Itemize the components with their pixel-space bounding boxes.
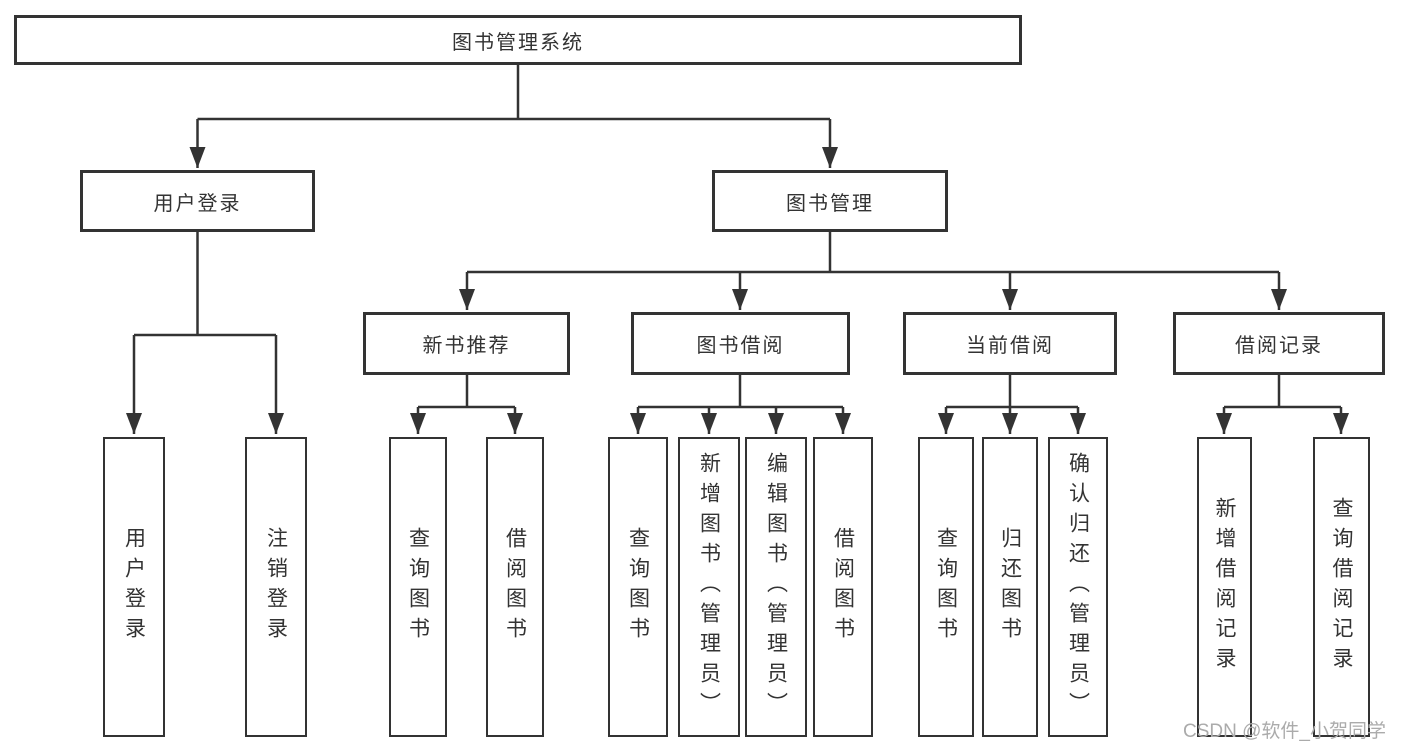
leaf-cb-return-books-label: 归还图书	[998, 527, 1022, 647]
leaf-logout: 注销登录	[245, 437, 307, 737]
leaf-nb-borrow-books-label: 借阅图书	[503, 527, 527, 647]
connector-new-book	[410, 375, 523, 434]
connector-user-login	[126, 232, 284, 434]
leaf-bb-add-books-admin-label: 新增图书（管理员）	[697, 452, 721, 722]
leaf-nb-query-books-label: 查询图书	[406, 527, 430, 647]
leaf-user-login-label: 用户登录	[122, 527, 146, 647]
connector-book-borrow	[630, 375, 851, 434]
node-book-management-label: 图书管理	[786, 192, 874, 215]
connector-root	[189, 65, 838, 168]
connector-book-management	[459, 232, 1287, 310]
node-user-login-label: 用户登录	[153, 192, 242, 215]
node-new-book-recommend-label: 新书推荐	[422, 335, 511, 357]
node-book-borrow-label: 图书借阅	[696, 335, 785, 357]
leaf-br-query-record: 查询借阅记录	[1313, 437, 1370, 737]
leaf-nb-borrow-books: 借阅图书	[486, 437, 544, 737]
leaf-cb-query-books: 查询图书	[918, 437, 974, 737]
node-root-label: 图书管理系统	[452, 31, 584, 54]
node-borrow-records-label: 借阅记录	[1235, 335, 1323, 357]
leaf-bb-add-books-admin: 新增图书（管理员）	[678, 437, 740, 737]
leaf-cb-return-books: 归还图书	[982, 437, 1038, 737]
watermark: CSDN @软件_小贺同学	[1183, 721, 1386, 742]
connector-current-borrow	[938, 375, 1086, 434]
connector-borrow-record	[1216, 375, 1349, 434]
node-root: 图书管理系统	[14, 15, 1022, 65]
node-book-management: 图书管理	[712, 170, 948, 232]
node-user-login: 用户登录	[80, 170, 315, 232]
node-borrow-records: 借阅记录	[1173, 312, 1385, 375]
leaf-user-login: 用户登录	[103, 437, 165, 737]
leaf-cb-confirm-return-admin-label: 确认归还（管理员）	[1066, 452, 1090, 722]
leaf-cb-query-books-label: 查询图书	[934, 527, 958, 647]
node-current-borrow-label: 当前借阅	[966, 335, 1054, 357]
leaf-bb-borrow-books-label: 借阅图书	[831, 527, 855, 647]
node-current-borrow: 当前借阅	[903, 312, 1117, 375]
node-new-book-recommend: 新书推荐	[363, 312, 570, 375]
node-book-borrow: 图书借阅	[631, 312, 850, 375]
leaf-logout-label: 注销登录	[264, 527, 288, 647]
leaf-bb-edit-books-admin: 编辑图书（管理员）	[745, 437, 807, 737]
leaf-bb-query-books: 查询图书	[608, 437, 668, 737]
leaf-br-add-record-label: 新增借阅记录	[1213, 497, 1236, 677]
leaf-bb-edit-books-admin-label: 编辑图书（管理员）	[764, 452, 788, 722]
leaf-br-add-record: 新增借阅记录	[1197, 437, 1252, 737]
leaf-bb-borrow-books: 借阅图书	[813, 437, 873, 737]
leaf-cb-confirm-return-admin: 确认归还（管理员）	[1048, 437, 1108, 737]
leaf-nb-query-books: 查询图书	[389, 437, 447, 737]
leaf-bb-query-books-label: 查询图书	[626, 527, 650, 647]
leaf-br-query-record-label: 查询借阅记录	[1330, 497, 1353, 677]
